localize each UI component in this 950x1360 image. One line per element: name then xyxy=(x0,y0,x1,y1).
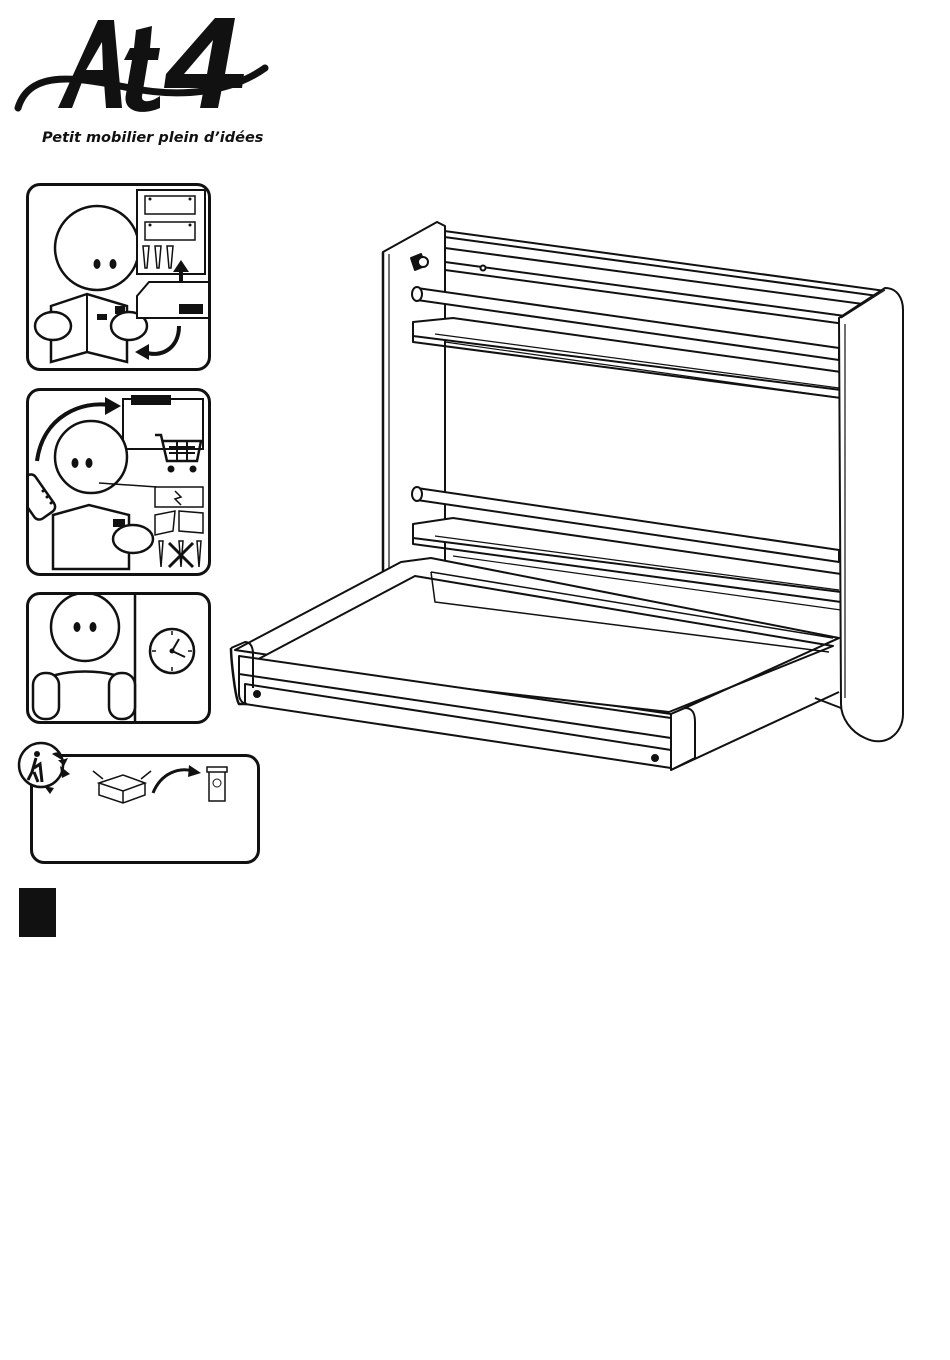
brand-logo xyxy=(10,8,270,118)
right-side-panel xyxy=(839,288,903,741)
arrow-icon xyxy=(153,765,201,793)
instruction-book-icon xyxy=(35,294,147,362)
panel-read-instructions xyxy=(26,183,211,371)
person-icon xyxy=(33,595,135,719)
shopping-cart-icon xyxy=(155,435,201,473)
cardboard-box-icon xyxy=(93,771,151,803)
box-icon xyxy=(53,505,153,569)
panel-allow-time xyxy=(26,592,211,724)
brand-tagline: Petit mobilier plein d’idées xyxy=(42,130,263,146)
recycle-bin-icon xyxy=(207,767,227,801)
language-marker xyxy=(19,888,56,937)
person-icon xyxy=(55,206,139,290)
person-icon xyxy=(55,421,127,493)
recycle-person-icon xyxy=(16,736,76,796)
product-drawing xyxy=(225,218,935,778)
panel-check-parts xyxy=(26,388,211,576)
box-icon xyxy=(137,282,208,318)
clock-icon xyxy=(150,629,194,673)
screws-icon xyxy=(143,246,173,268)
damaged-parts-icon xyxy=(155,487,203,567)
